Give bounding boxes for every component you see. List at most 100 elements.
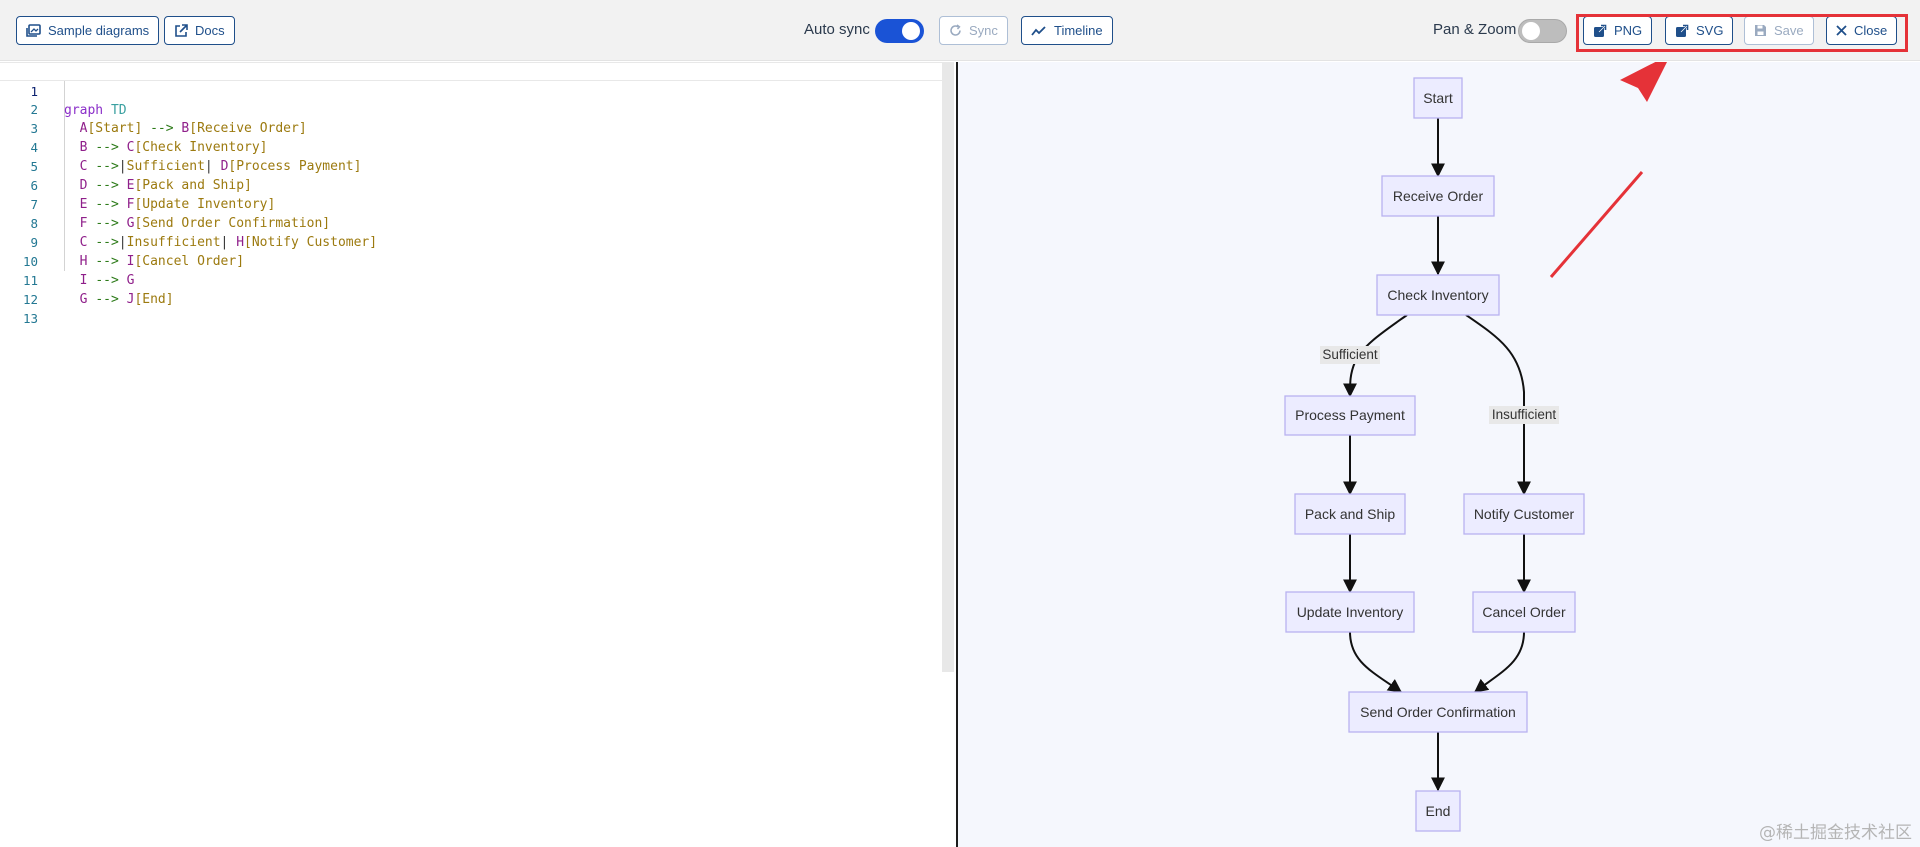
code-line-7: F --> G[Send Order Confirmation]: [79, 216, 331, 231]
docs-label: Docs: [195, 23, 225, 38]
diagram-preview[interactable]: Sufficient Insufficient Start Receive Or…: [958, 62, 1920, 847]
editor-line[interactable]: 10 I --> G: [0, 233, 950, 288]
code-line-3: B --> C[Check Inventory]: [79, 140, 268, 155]
editor-line[interactable]: 13: [0, 290, 950, 326]
pane-divider[interactable]: [956, 62, 958, 847]
node-pack-and-ship[interactable]: Pack and Ship: [1294, 493, 1406, 535]
svg-text:Cancel Order: Cancel Order: [1482, 604, 1566, 620]
code-line-1: graph TD: [64, 103, 127, 118]
editor-line[interactable]: 6 E --> F[Update Inventory]: [0, 157, 950, 212]
svg-text:Notify Customer: Notify Customer: [1474, 506, 1575, 522]
timeline-label: Timeline: [1054, 23, 1103, 38]
editor-line[interactable]: 3 B --> C[Check Inventory]: [0, 100, 950, 155]
refresh-icon: [950, 24, 961, 36]
code-editor[interactable]: 1 graph TD 2 A[Start] --> B[Receive Orde…: [0, 62, 956, 847]
flowchart: Sufficient Insufficient Start Receive Or…: [1284, 62, 1667, 832]
svg-text:Process Payment: Process Payment: [1295, 407, 1405, 423]
line-number: 10: [22, 254, 38, 269]
line-number: 7: [30, 197, 38, 212]
node-start[interactable]: Start: [1413, 77, 1463, 119]
edge-check-inventory-to-notify-customer: [1465, 314, 1531, 496]
annotation-arrow: [1549, 62, 1667, 278]
editor-line[interactable]: 5 D --> E[Pack and Ship]: [0, 138, 950, 193]
line-number: 4: [30, 140, 38, 155]
code-line-9: H --> I[Cancel Order]: [79, 254, 245, 269]
editor-line[interactable]: 7 F --> G[Send Order Confirmation]: [0, 176, 950, 231]
editor-line[interactable]: 11 G --> J[End]: [0, 252, 950, 307]
close-icon: [1836, 25, 1847, 36]
png-label: PNG: [1614, 23, 1643, 38]
edge-label-sufficient: Sufficient: [1320, 346, 1380, 364]
pan-zoom-label: Pan & Zoom: [1433, 21, 1517, 38]
svg-text:Check Inventory: Check Inventory: [1387, 287, 1488, 303]
line-number: 5: [30, 159, 38, 174]
line-number: 2: [30, 102, 38, 117]
svg-text:End: End: [1426, 803, 1451, 819]
svg-text:Update Inventory: Update Inventory: [1297, 604, 1404, 620]
export-svg-button[interactable]: SVG: [1665, 16, 1734, 45]
pan-zoom-toggle[interactable]: [1518, 19, 1567, 43]
line-number: 13: [22, 311, 38, 326]
svg-text:Pack and Ship: Pack and Ship: [1305, 506, 1395, 522]
line-number: 11: [22, 273, 38, 288]
editor-scrollbar[interactable]: [942, 62, 954, 672]
code-line-8: C -->|Insufficient| H[Notify Customer]: [79, 235, 378, 250]
docs-button[interactable]: Docs: [164, 16, 235, 45]
line-number: 12: [22, 292, 38, 307]
edge-cancel-order-to-send-order-confirmation: [1473, 631, 1525, 693]
annotation-highlight-box: [1576, 14, 1908, 52]
node-check-inventory[interactable]: Check Inventory: [1376, 274, 1500, 316]
indent-guide: [64, 81, 65, 271]
editor-line[interactable]: 4 C -->|Sufficient| D[Process Payment]: [0, 119, 950, 174]
svg-text:Sufficient: Sufficient: [1322, 347, 1378, 362]
code-line-10: I --> G: [79, 273, 135, 288]
node-cancel-order[interactable]: Cancel Order: [1472, 591, 1576, 633]
node-end[interactable]: End: [1415, 790, 1461, 832]
toggle-knob: [902, 22, 920, 40]
export-icon: [1676, 24, 1689, 37]
auto-sync-label: Auto sync: [804, 21, 870, 38]
images-icon: [26, 24, 41, 37]
editor-line[interactable]: 2 A[Start] --> B[Receive Order]: [0, 81, 950, 136]
edge-update-inventory-to-send-order-confirmation: [1349, 631, 1403, 693]
svg-label: SVG: [1696, 23, 1724, 38]
line-number: 8: [30, 216, 38, 231]
node-receive-order[interactable]: Receive Order: [1381, 175, 1495, 217]
floppy-disk-icon: [1755, 25, 1766, 36]
trend-line-icon: [1031, 25, 1046, 36]
save-label: Save: [1774, 23, 1804, 38]
svg-text:Send Order Confirmation: Send Order Confirmation: [1360, 704, 1516, 720]
node-update-inventory[interactable]: Update Inventory: [1285, 591, 1415, 633]
node-send-order-confirmation[interactable]: Send Order Confirmation: [1348, 691, 1528, 733]
close-label: Close: [1854, 23, 1888, 38]
external-link-icon: [175, 23, 188, 37]
node-process-payment[interactable]: Process Payment: [1284, 395, 1416, 436]
watermark: @稀土掘金技术社区: [1759, 823, 1912, 843]
line-number: 9: [30, 235, 38, 250]
code-line-2: A[Start] --> B[Receive Order]: [79, 121, 307, 136]
editor-line[interactable]: 12: [0, 271, 950, 307]
code-line-6: E --> F[Update Inventory]: [79, 197, 276, 212]
auto-sync-toggle[interactable]: [875, 19, 924, 43]
node-notify-customer[interactable]: Notify Customer: [1463, 493, 1585, 535]
editor-line[interactable]: 8 C -->|Insufficient| H[Notify Customer]: [0, 195, 950, 250]
editor-line[interactable]: 1 graph TD: [0, 62, 950, 118]
line-number: 6: [30, 178, 38, 193]
timeline-button[interactable]: Timeline: [1021, 16, 1113, 45]
sample-diagrams-label: Sample diagrams: [48, 23, 150, 38]
editor-line[interactable]: 9 H --> I[Cancel Order]: [0, 214, 950, 269]
line-number: 1: [30, 84, 38, 99]
svg-text:Receive Order: Receive Order: [1393, 188, 1484, 204]
svg-text:Insufficient: Insufficient: [1492, 407, 1557, 422]
edge-label-insufficient: Insufficient: [1489, 406, 1559, 424]
save-button[interactable]: Save: [1744, 16, 1814, 45]
toolbar: Sample diagrams Docs Auto sync Sync Time…: [0, 0, 1920, 61]
export-icon: [1594, 24, 1607, 37]
code-line-11: G --> J[End]: [79, 292, 174, 307]
sample-diagrams-button[interactable]: Sample diagrams: [16, 16, 160, 45]
close-button[interactable]: Close: [1826, 16, 1898, 45]
sync-button[interactable]: Sync: [939, 16, 1008, 45]
svg-text:Start: Start: [1423, 90, 1453, 106]
line-number: 3: [30, 121, 38, 136]
sync-label: Sync: [969, 23, 998, 38]
